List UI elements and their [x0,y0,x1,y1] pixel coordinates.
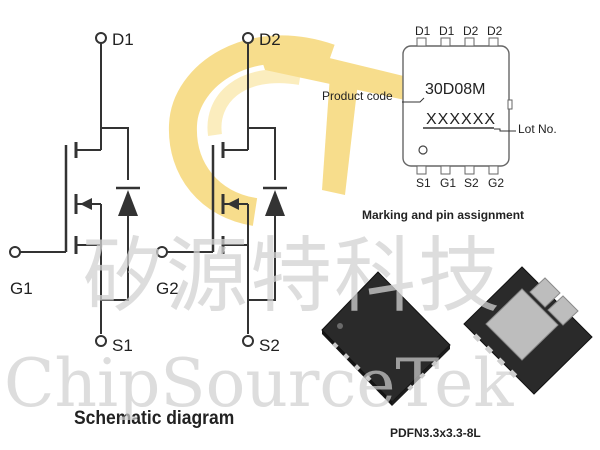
mosfet2-symbol: D2 G2 S2 [156,30,287,355]
mosfet2-drain-label: D2 [259,30,281,49]
product-code-label: Product code [322,89,393,103]
mosfet1-source-terminal [95,335,107,347]
lot-number-leader [494,128,516,132]
logo-t-bar [255,40,420,100]
schematic-caption: Schematic diagram [74,406,234,428]
logo-arc-inner [207,69,302,136]
pin1-indicator [418,145,428,155]
mosfet2-drain-terminal [242,32,254,44]
logo-t-stem [322,75,358,195]
logo-watermark [168,35,420,226]
watermark-chinese: 矽源特科技 [82,229,502,324]
top-pin-label: D2 [487,24,503,38]
package-caption: PDFN3.3x3.3-8L [390,426,481,440]
part-marking: 30D08M [425,81,485,98]
lot-number-label: Lot No. [518,122,557,136]
bottom-pin-label: S1 [416,176,431,190]
mosfet1-drain-terminal [95,32,107,44]
mosfet1-gate-label: G1 [10,279,33,298]
bottom-pin-label: G2 [488,176,504,190]
package-bottom-view [463,266,593,395]
mosfet2-source-terminal [242,335,254,347]
marking-diagram: D1 D1 D2 D2 S1 G1 S2 G2 30D08M XXXXXX Pr… [322,24,557,222]
package-pin1-dot [337,323,343,329]
top-pin-label: D1 [415,24,431,38]
mosfet1-drain-label: D1 [112,30,134,49]
marking-caption: Marking and pin assignment [362,208,524,222]
top-pin-label: D2 [463,24,479,38]
lot-marking: XXXXXX [426,111,496,128]
product-code-leader [402,97,425,103]
mosfet2-gate-label: G2 [156,279,179,298]
package-top-view [321,271,451,406]
mosfet1-symbol: D1 G1 S1 [9,30,140,355]
mosfet2-source-label: S2 [259,336,280,355]
mosfet1-source-label: S1 [112,336,133,355]
top-pin-label: D1 [439,24,455,38]
mosfet2-gate-terminal [156,246,168,258]
mosfet1-gate-terminal [9,246,21,258]
watermark-english: ChipSourceTek [4,345,514,422]
bottom-pin-label: S2 [464,176,479,190]
bottom-pin-label: G1 [440,176,456,190]
